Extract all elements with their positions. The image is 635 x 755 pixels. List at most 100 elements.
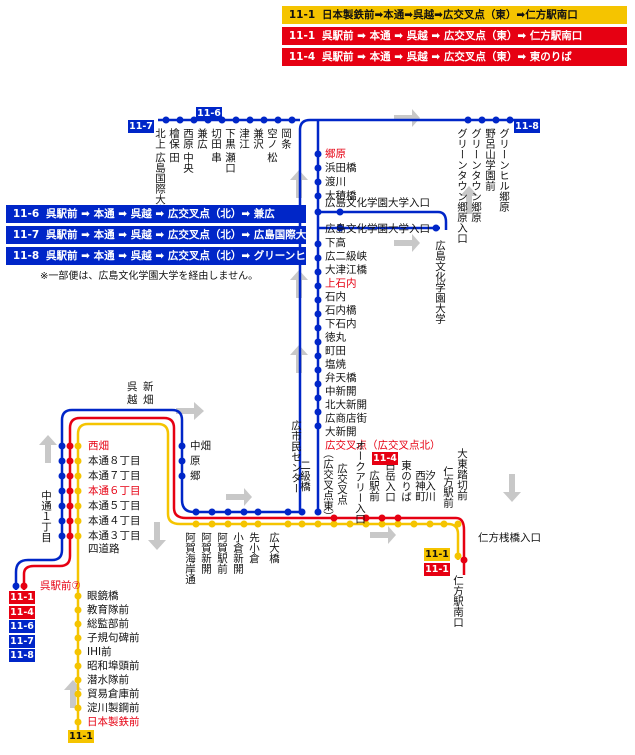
stop-top-2: 中央 (182, 151, 194, 174)
stop-labels: 呉駅前⑦ 中通１丁目 呉 越 新 畑 西畑 本通８丁目 本通７丁目 本通６丁目 … (40, 127, 541, 728)
legend-route-number: 11-6 (12, 208, 40, 220)
start-tag: 11-1 (9, 591, 35, 604)
legend-route-number: 11-7 (12, 229, 40, 241)
stop-north: 塩焼 (325, 358, 346, 371)
stop-bottom: 阿賀海岸通 (184, 532, 196, 585)
stop-nigata-eki: 仁方駅前 (442, 466, 454, 509)
stops (12, 116, 514, 726)
stop-greenhill: 野呂山学園前 (484, 128, 496, 192)
stop-top: 檜保 (168, 127, 180, 150)
stop-hondori-3: 本通３丁目 (88, 529, 141, 542)
stop-top: 北上 (154, 128, 166, 149)
start-tag: 11-6 (9, 620, 35, 633)
legend-route-number: 11-1 (288, 30, 316, 42)
stop-shiromachi: 白岳入口 (384, 459, 396, 502)
stop-north: 上石内 (325, 277, 357, 290)
stop-top: 津江 (238, 128, 250, 149)
stop-north: 中新開 (325, 385, 357, 398)
stop-greenhill: グリーンヒル郷原 (498, 128, 510, 212)
stop-shiokawa: 汐入川 (424, 469, 436, 501)
stop-nakahata: 中畑 (190, 439, 211, 452)
tag-11-6: 11-6 (196, 107, 222, 120)
stop-north: 北大新開 (325, 398, 367, 411)
stop-top: 切田 (210, 128, 222, 149)
stop-kure-char: 呉 (127, 381, 138, 393)
stop-bottom: 広大橋 (268, 531, 280, 564)
stop-north: 大津江橋 (325, 263, 367, 276)
stop-north: 郷原 (325, 147, 346, 160)
stop-greenhill: グリーンタウン郷原 (470, 128, 482, 223)
stop-hara: 原 (190, 455, 201, 467)
stop-nishihata: 西畑 (88, 439, 109, 452)
stop-top-2: 串 (210, 152, 222, 163)
stop-kure-station: 呉駅前⑦ (40, 579, 81, 592)
stop-south: 淀川製鋼前 (87, 701, 140, 714)
legend-route-number: 11-4 (288, 51, 316, 63)
stop-bottom: 阿賀駅前 (216, 532, 228, 575)
stop-hondori-5: 本通５丁目 (88, 499, 141, 512)
stop-yondoro: 四道路 (88, 542, 120, 555)
stop-hiro-center: 広市民センター (290, 419, 302, 493)
legend-route-text: 呉駅前 ➡ 本通 ➡ 呉越 ➡ 広交叉点（北）➡ グリーンヒル郷原 (46, 250, 306, 262)
stop-bottom: 先小倉 (248, 532, 260, 564)
stop-south: IHI前 (87, 645, 112, 658)
route-line-yellow (76, 422, 460, 730)
stop-greenhill: グリーンタウン郷原入口 (456, 128, 468, 244)
stop-north: 大新開 (325, 425, 357, 438)
legend-route-number: 11-8 (12, 250, 40, 262)
stop-north: 下高 (325, 236, 346, 249)
stop-nishishinmachi: 西神町 (414, 470, 426, 502)
stop-south: 眼鏡橋 (87, 589, 119, 602)
stop-south: 子規句碑前 (87, 631, 140, 644)
stop-north: 石内橋 (325, 304, 357, 317)
stop-top-2: 松 (266, 151, 278, 163)
stop-north: 浜田橋 (325, 161, 357, 174)
legend-route-text: 呉駅前 ➡ 本通 ➡ 呉越 ➡ 広交叉点（北）➡ 広島国際大学 (46, 229, 306, 241)
stop-north: 石内 (325, 290, 346, 303)
stop-bottom: 阿賀新開 (200, 532, 212, 575)
legend-route-text: 呉駅前 ➡ 本通 ➡ 呉越 ➡ 広交叉点（東）➡ 仁方駅南口 (322, 30, 583, 42)
stop-hondori-6: 本通６丁目 (88, 484, 141, 497)
stop-nigata-bridge: 仁方桟橋入口 (478, 531, 541, 544)
stop-north: 町田 (325, 345, 346, 357)
stop-north: 大積橋 (325, 189, 357, 202)
stop-oakari: オークアリー入口 (354, 440, 366, 524)
stop-south: 日本製鉄前 (87, 715, 140, 728)
stop-goetsu-char: 越 (127, 393, 138, 406)
stop-north: 広商店街 (325, 412, 367, 425)
stop-hata-char: 畑 (143, 393, 154, 406)
stop-south: 貿易倉庫前 (87, 687, 140, 700)
stop-hondori-8: 本通８丁目 (88, 454, 141, 467)
legend-route-text: 呉駅前 ➡ 本通 ➡ 呉越 ➡ 広交叉点（北）➡ 兼広 (46, 208, 275, 220)
legend-item: 11-8 呉駅前 ➡ 本通 ➡ 呉越 ➡ 広交叉点（北）➡ グリーンヒル郷原 (6, 247, 306, 265)
stop-north: 広二級峡 (325, 250, 367, 263)
tag-11-1-yellow: 11-1 (424, 548, 450, 561)
start-tag: 11-4 (9, 605, 35, 619)
stop-south: 昭和埠頭前 (87, 659, 140, 672)
stop-hiroeki: 広駅前 (368, 469, 380, 502)
tag-11-7: 11-7 (128, 120, 154, 133)
legend-route-number: 11-1 (288, 9, 316, 21)
stop-north: 広交叉点（広交叉点北） (325, 439, 441, 452)
start-tag: 11-8 (9, 649, 35, 662)
stop-hiro-kousaten: 広交叉点 (336, 462, 348, 506)
stop-top: 兼広 (196, 127, 208, 150)
stop-north: 広島文化学園大学入口 (325, 222, 430, 235)
stop-top: 空ノ (266, 127, 278, 149)
stop-top-2: 広島国際大学 (154, 151, 166, 215)
note: ※一部便は、広島文化学園大学を経由しません。 (40, 271, 259, 282)
stop-shin-char: 新 (143, 380, 154, 393)
tag-11-8: 11-8 (514, 120, 540, 133)
stop-nakadori: 中通１丁目 (40, 489, 52, 542)
stop-go: 郷 (190, 469, 201, 482)
stop-north: 下石内 (325, 317, 357, 330)
stop-top: 岡条 (280, 128, 292, 149)
stop-daito: 大東踏切前 (456, 447, 468, 501)
stop-north: 弁天橋 (325, 371, 357, 384)
stop-hondori-4: 本通４丁目 (88, 514, 141, 527)
stop-hondori-7: 本通７丁目 (88, 469, 141, 482)
stop-north: 広島文化学園大学入口 (325, 196, 430, 209)
